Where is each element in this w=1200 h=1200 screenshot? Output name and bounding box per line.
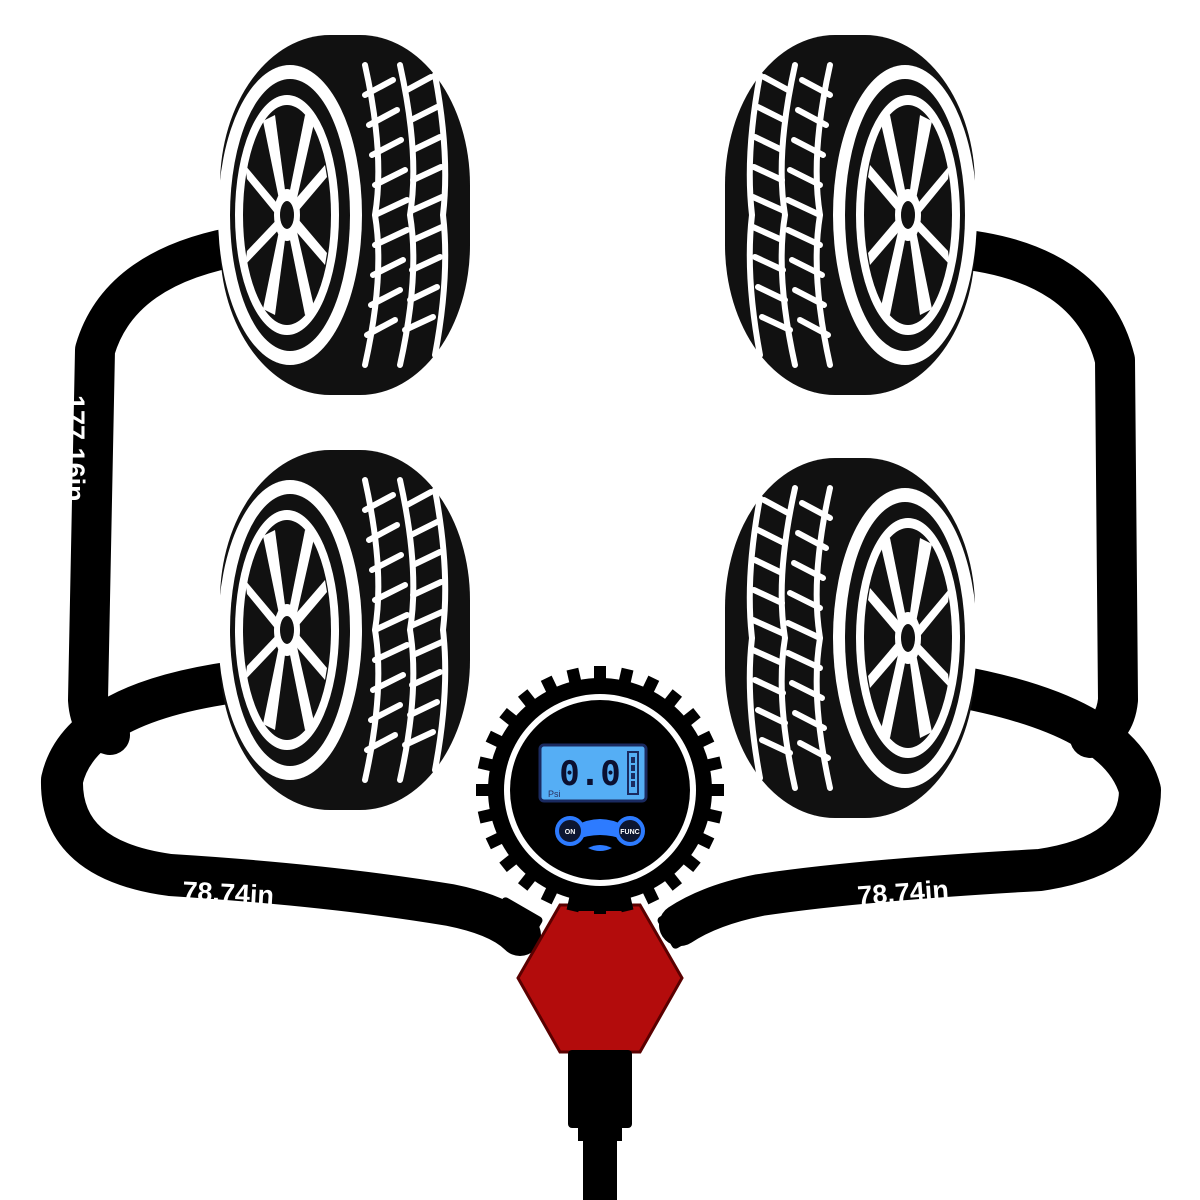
on-button-label: ON (565, 829, 576, 836)
tire-bottom-left (218, 450, 470, 810)
lcd-reading: 0.0 (559, 754, 620, 794)
pressure-gauge: 0.0 Psi ON FUNC (476, 666, 724, 914)
connector-right (657, 897, 713, 949)
connector-left (487, 897, 543, 949)
func-button-label: FUNC (620, 829, 639, 836)
battery-icon (627, 751, 639, 795)
lcd-unit: Psi (548, 789, 561, 799)
func-button[interactable]: FUNC (615, 816, 645, 846)
tire-bottom-right (725, 458, 977, 818)
hose-label-upper-right: 177.16in (1136, 415, 1166, 522)
tire-top-left (218, 35, 470, 395)
output-fitting (568, 1050, 632, 1200)
button-bridge (575, 819, 625, 840)
hose-label-lower-right: 78.74in (856, 875, 949, 911)
manifold-hexagon (516, 903, 684, 1054)
button-glow-bottom (588, 845, 612, 851)
on-button[interactable]: ON (555, 816, 585, 846)
hose-lower-left (41, 659, 541, 956)
lcd-screen (538, 743, 648, 803)
hose-lower-right (659, 664, 1161, 946)
hose-label-upper-left: 177.16in (60, 395, 90, 502)
tire-top-right (725, 35, 977, 395)
gauge-stem (578, 895, 622, 911)
hose-label-lower-left: 78.74in (182, 876, 275, 911)
